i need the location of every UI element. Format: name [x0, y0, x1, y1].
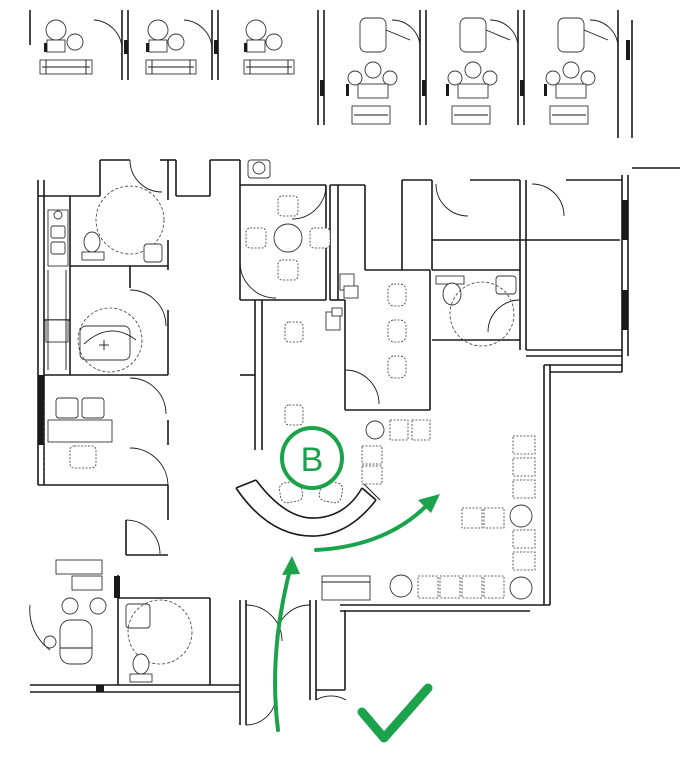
- dental-chair-6: [544, 17, 609, 125]
- operatory-row-top: [29, 10, 633, 138]
- dental-chair-1: [39, 19, 93, 75]
- dental-chair-4: [346, 17, 411, 125]
- left-rooms: [37, 159, 176, 520]
- dental-chair-5: [446, 17, 511, 125]
- marker-label: B: [301, 441, 324, 479]
- route-arrow-up: [273, 560, 294, 732]
- right-rooms: [431, 167, 680, 357]
- reception-area: [235, 356, 623, 612]
- reception-desk: [235, 487, 377, 537]
- checkmark-icon: [357, 683, 433, 743]
- center-rooms: [175, 159, 432, 450]
- arrow-head-right: [418, 494, 440, 513]
- arrow-head-up: [282, 556, 300, 575]
- route-arrow-right: [314, 498, 434, 552]
- bottom-left-rooms: [29, 519, 347, 726]
- dental-chair-2: [145, 19, 197, 75]
- wayfinding-overlay: B: [273, 426, 440, 743]
- dental-chair-3: [243, 19, 295, 75]
- marker-circle: [280, 426, 344, 490]
